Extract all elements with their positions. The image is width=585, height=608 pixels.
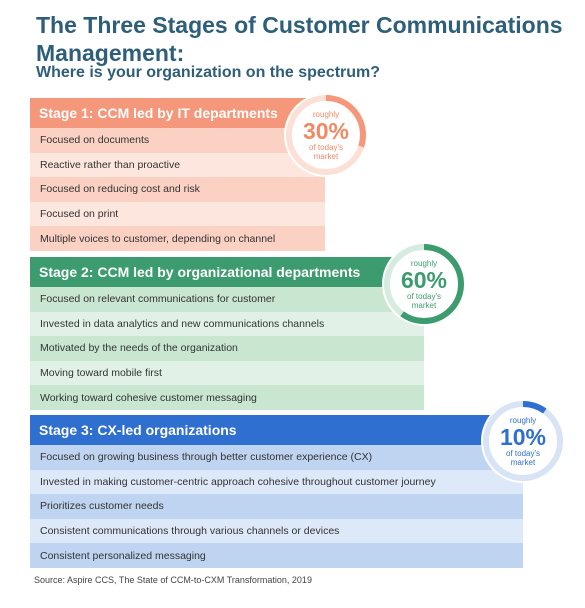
stage-2-item: Motivated by the needs of the organizati… [30, 336, 424, 361]
stage-1-market-share-badge: roughly 30% of today's market [283, 92, 369, 178]
badge-1-percent: 30% [302, 117, 350, 144]
stage-2-item: Moving toward mobile first [30, 360, 424, 386]
badge-2-label-top: roughly [410, 258, 438, 268]
stage-3-header: Stage 3: CX-led organizations [30, 415, 523, 445]
stage-1-item: Reactive rather than proactive [30, 152, 325, 178]
page-title: The Three Stages of Customer Communicati… [36, 12, 563, 66]
stage-2-item: Focused on relevant communications for c… [30, 287, 424, 312]
source-citation: Source: Aspire CCS, The State of CCM-to-… [34, 575, 312, 585]
stage-1-item: Focused on documents [30, 128, 325, 153]
stage-2-header: Stage 2: CCM led by organizational depar… [30, 257, 424, 287]
stage-3-list: Focused on growing business through bett… [30, 445, 523, 568]
stage-3-item: Consistent communications through variou… [30, 518, 523, 544]
badge-3-label-top: roughly [509, 415, 537, 425]
stage-2-list: Focused on relevant communications for c… [30, 287, 424, 410]
stage-3-panel: Stage 3: CX-led organizations Focused on… [30, 415, 523, 568]
stage-2-item: Working toward cohesive customer messagi… [30, 385, 424, 410]
badge-1-label-top: roughly [312, 109, 340, 119]
badge-3-label-bottom: of today's market [506, 448, 540, 467]
stage-2-progress-ring [382, 242, 466, 326]
stage-3-item: Consistent personalized messaging [30, 543, 523, 568]
stage-3-item: Invested in making customer-centric appr… [30, 469, 523, 495]
stage-3-progress-ring [481, 399, 565, 483]
stage-3-item: Focused on growing business through bett… [30, 445, 523, 470]
stage-1-list: Focused on documents Reactive rather tha… [30, 128, 325, 251]
badge-2-percent: 60% [400, 266, 448, 293]
stage-2-item: Invested in data analytics and new commu… [30, 311, 424, 337]
stage-2-market-share-badge: roughly 60% of today's market [381, 241, 467, 327]
badge-1-label-bottom: of today's market [309, 142, 343, 161]
stage-3-item: Prioritizes customer needs [30, 494, 523, 519]
stage-3-market-share-badge: roughly 10% of today's market [480, 398, 566, 484]
stage-1-panel: Stage 1: CCM led by IT departments Focus… [30, 98, 325, 251]
stage-1-header: Stage 1: CCM led by IT departments [30, 98, 325, 128]
stage-1-progress-ring [284, 93, 368, 177]
page-subtitle: Where is your organization on the spectr… [36, 64, 381, 81]
stage-1-item: Multiple voices to customer, depending o… [30, 226, 325, 251]
stage-1-item: Focused on reducing cost and risk [30, 177, 325, 202]
badge-3-percent: 10% [499, 423, 547, 450]
stage-1-item: Focused on print [30, 201, 325, 227]
badge-2-label-bottom: of today's market [407, 291, 441, 310]
stage-2-panel: Stage 2: CCM led by organizational depar… [30, 257, 424, 410]
